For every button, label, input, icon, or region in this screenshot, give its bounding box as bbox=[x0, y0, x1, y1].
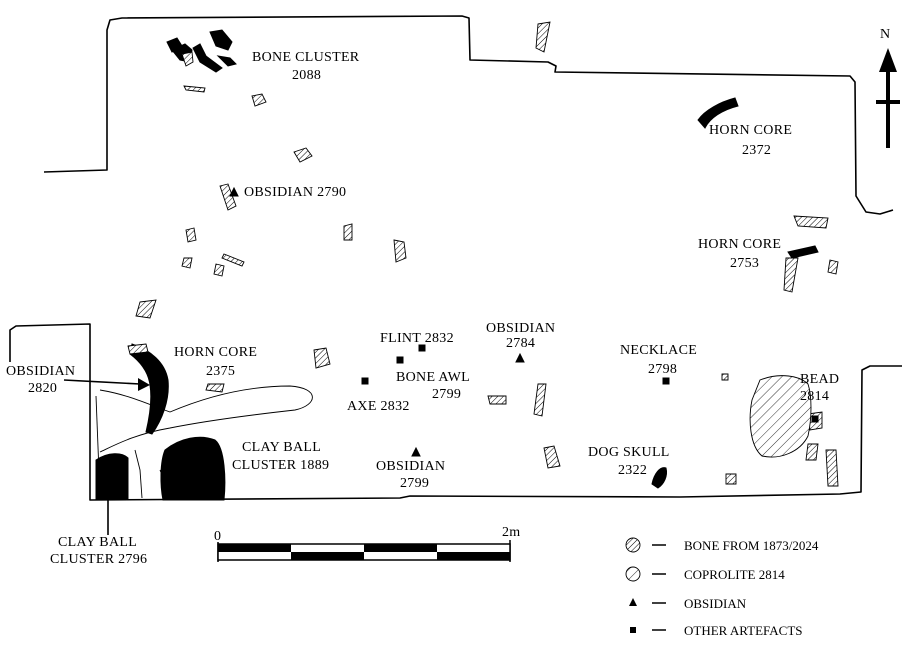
legend-bone-symbol bbox=[625, 537, 641, 553]
bone-awl-label: BONE AWL bbox=[396, 370, 470, 385]
legend-artefact-label: OTHER ARTEFACTS bbox=[684, 623, 803, 638]
obsidian-2784-label: OBSIDIAN bbox=[486, 321, 555, 336]
bone-cluster-2088 bbox=[166, 29, 237, 73]
lower-room-interior-line bbox=[134, 449, 143, 499]
north-label: N bbox=[880, 27, 890, 42]
legend-obsidian-symbol bbox=[629, 598, 637, 606]
clay-ball-1889-number: CLUSTER 1889 bbox=[232, 458, 329, 473]
horn-core-2753-number: 2753 bbox=[730, 256, 759, 271]
legend-bone-label: BONE FROM 1873/2024 bbox=[684, 538, 819, 553]
bone-awl-number: 2799 bbox=[432, 387, 461, 402]
clay-ball-cluster-2796 bbox=[95, 453, 129, 501]
clay-ball-2796-number: CLUSTER 2796 bbox=[50, 552, 147, 567]
axe-2832-label: AXE 2832 bbox=[347, 399, 410, 414]
horn-core-2753 bbox=[787, 245, 819, 259]
coprolite-2814 bbox=[749, 375, 812, 458]
flint-2832-label: FLINT 2832 bbox=[380, 331, 454, 346]
obsidian-2820-feature bbox=[129, 343, 169, 435]
scale-start-label: 0 bbox=[214, 529, 221, 544]
obsidian-2784-number: 2784 bbox=[506, 336, 535, 351]
horn-core-2375-number: 2375 bbox=[206, 364, 235, 379]
legend-coprolite-label: COPROLITE 2814 bbox=[684, 567, 785, 582]
north-arrow-icon: N bbox=[876, 27, 900, 148]
horn-core-2372-label: HORN CORE bbox=[709, 123, 792, 138]
dog-skull-2322 bbox=[651, 467, 667, 489]
lower-room-outline bbox=[9, 323, 902, 501]
obsidian-markers bbox=[229, 186, 525, 457]
dog-skull-number: 2322 bbox=[618, 463, 647, 478]
dog-skull-label: DOG SKULL bbox=[588, 445, 670, 460]
clay-ball-2796-label: CLAY BALL bbox=[58, 535, 137, 550]
bone-cluster-label: BONE CLUSTER bbox=[252, 50, 360, 65]
legend-artefact-symbol bbox=[630, 627, 636, 633]
horn-core-2375-label: HORN CORE bbox=[174, 345, 257, 360]
lower-room-interior-line bbox=[99, 385, 313, 453]
obsidian-2799-number: 2799 bbox=[400, 476, 429, 491]
necklace-label: NECKLACE bbox=[620, 343, 697, 358]
bead-label: BEAD bbox=[800, 372, 839, 387]
bone-fragments bbox=[127, 21, 839, 487]
necklace-number: 2798 bbox=[648, 362, 677, 377]
artefact-markers bbox=[361, 344, 819, 423]
obsidian-2820-label: OBSIDIAN bbox=[6, 364, 75, 379]
obsidian-2820-arrow bbox=[63, 378, 150, 391]
bone-cluster-number: 2088 bbox=[292, 68, 321, 83]
clay-ball-1889-label: CLAY BALL bbox=[242, 440, 321, 455]
legend: BONE FROM 1873/2024 COPROLITE 2814 OBSID… bbox=[625, 537, 819, 638]
obsidian-2820-number: 2820 bbox=[28, 381, 57, 396]
bead-number: 2814 bbox=[800, 389, 829, 404]
horn-core-2372-number: 2372 bbox=[742, 143, 771, 158]
scale-bar: 0 2m bbox=[214, 525, 521, 562]
scale-end-label: 2m bbox=[502, 525, 521, 540]
clay-ball-cluster-1889 bbox=[160, 436, 226, 501]
upper-room-outline bbox=[43, 15, 894, 215]
obsidian-2790-label: OBSIDIAN 2790 bbox=[244, 185, 346, 200]
obsidian-2799-label: OBSIDIAN bbox=[376, 459, 445, 474]
horn-core-2372 bbox=[697, 97, 739, 129]
clay-ball-2796-arrow bbox=[101, 480, 115, 535]
legend-coprolite-symbol bbox=[625, 566, 641, 582]
horn-core-2753-label: HORN CORE bbox=[698, 237, 781, 252]
legend-obsidian-label: OBSIDIAN bbox=[684, 596, 747, 611]
